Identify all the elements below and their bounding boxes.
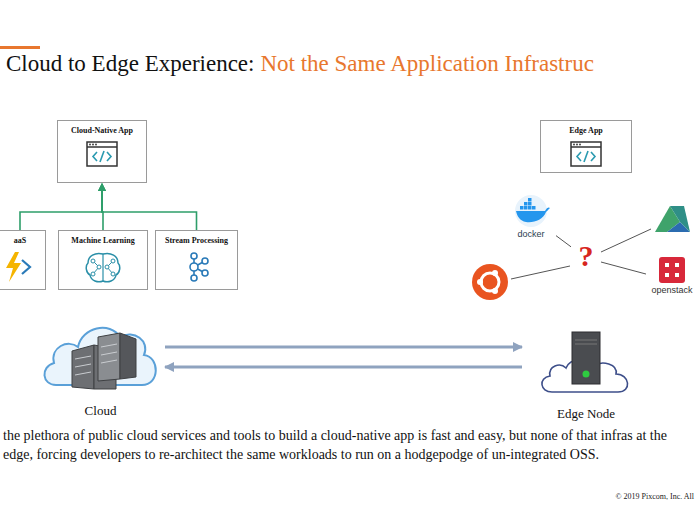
leader-line [511, 266, 570, 279]
node-icon [522, 318, 650, 400]
sync-arrow [165, 366, 522, 369]
node-icon-graphic [182, 251, 212, 283]
node-icon-graphic [522, 318, 650, 400]
ubuntu-logo [472, 264, 508, 300]
node-icon-graphic [658, 256, 686, 284]
node-label: openstack [651, 285, 692, 295]
docker-logo: docker [506, 194, 556, 240]
node-icon [38, 315, 163, 397]
node-icon-graphic [83, 251, 123, 285]
option-line [601, 262, 646, 274]
node-label: Cloud [85, 403, 117, 418]
option-line [556, 236, 571, 247]
node-label: Machine Learning [71, 236, 134, 246]
node-icon-graphic [570, 141, 602, 167]
node-icon [86, 141, 118, 167]
node-icon [83, 251, 123, 285]
merge-arrow [20, 184, 102, 230]
node-icon [182, 251, 212, 283]
slide-title: Cloud to Edge Experience: [6, 50, 254, 78]
slide-caption: the plethora of public cloud services an… [3, 426, 697, 464]
node-icon [570, 141, 602, 167]
sync-arrow [165, 346, 522, 349]
node-label: docker [517, 229, 544, 239]
node-icon-graphic [86, 141, 118, 167]
node-label: ? [579, 238, 594, 273]
copyright-note: © 2019 Pixcom, Inc. All [615, 492, 694, 501]
openstack-logo: openstack [646, 256, 698, 306]
service-box: aaS [0, 230, 46, 290]
triangle-logo [655, 206, 690, 232]
app-box: Edge App [540, 120, 632, 173]
node-icon [3, 251, 37, 283]
app-box: Cloud-Native App [57, 120, 147, 183]
service-box: Machine Learning [58, 230, 148, 290]
node-icon [509, 194, 553, 228]
merge-arrow [102, 184, 197, 230]
node-icon-graphic [509, 194, 553, 228]
node-label: Cloud-Native App [71, 126, 133, 136]
node-icon-graphic [3, 251, 37, 283]
cloud-node: Cloud [38, 315, 163, 420]
node-label: aaS [14, 236, 26, 246]
node-label: Edge Node [557, 406, 615, 421]
node-label: Stream Processing [165, 236, 228, 246]
edge-node: Edge Node [522, 318, 650, 420]
node-label: Edge App [569, 126, 603, 136]
leader-line [601, 229, 651, 252]
service-box: Stream Processing [155, 230, 238, 290]
question-mark: ? [571, 238, 601, 278]
slide-subtitle: Not the Same Application Infrastruc [260, 50, 593, 78]
node-icon [658, 256, 686, 284]
accent-bar [0, 46, 40, 49]
node-icon-graphic [38, 315, 163, 397]
